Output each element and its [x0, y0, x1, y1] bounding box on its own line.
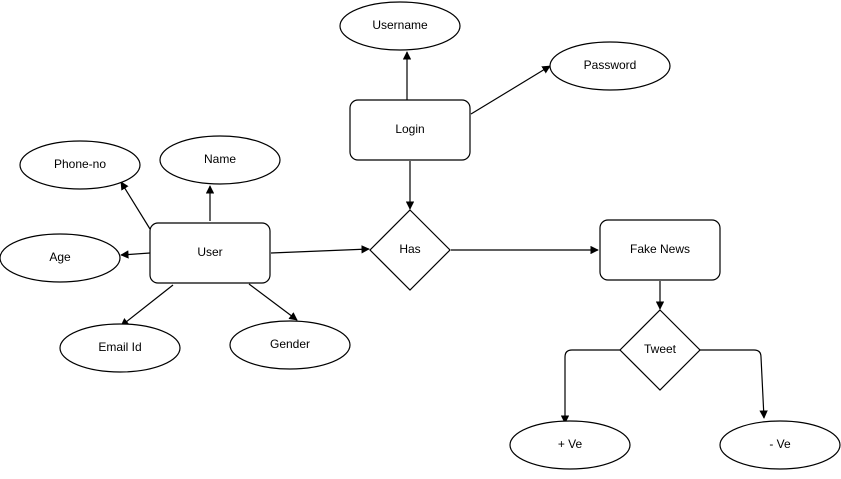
attribute-email-id-label: Email Id [98, 340, 141, 354]
relationship-tweet-label: Tweet [644, 342, 677, 356]
entity-login-label: Login [395, 122, 424, 136]
entity-fake-news: Fake News [599, 219, 721, 281]
attribute-username: Username [339, 1, 461, 51]
attribute-positive-label: + Ve [558, 437, 583, 451]
attribute-gender-label: Gender [270, 337, 310, 351]
connections [120, 51, 768, 424]
attribute-password-label: Password [584, 58, 637, 72]
edge-user-has [270, 245, 370, 254]
relationship-tweet: Tweet [619, 309, 701, 391]
edge-user-age [120, 250, 151, 259]
attribute-positive: + Ve [509, 420, 631, 470]
attribute-phone-no: Phone-no [19, 140, 141, 190]
attribute-email-id: Email Id [59, 323, 181, 373]
attribute-gender: Gender [229, 320, 351, 370]
edge-tweet-negative [700, 349, 768, 419]
entity-user-label: User [197, 245, 222, 259]
entity-fake-news-label: Fake News [630, 242, 690, 256]
edge-user-email [120, 284, 174, 327]
edge-tweet-positive [560, 349, 620, 424]
edge-user-phone [120, 181, 151, 230]
attribute-negative: - Ve [719, 420, 841, 470]
attribute-password: Password [549, 41, 671, 91]
attribute-age-label: Age [49, 250, 71, 264]
entity-user: User [149, 222, 271, 284]
attribute-age: Age [0, 233, 121, 283]
edge-user-gender [248, 283, 298, 321]
attribute-username-label: Username [372, 18, 428, 32]
relationship-has: Has [369, 209, 451, 291]
attribute-name: Name [159, 135, 281, 185]
attribute-name-label: Name [204, 152, 236, 166]
attribute-negative-label: - Ve [769, 437, 791, 451]
entity-login: Login [349, 99, 471, 161]
relationship-has-label: Has [399, 242, 420, 256]
attribute-phone-no-label: Phone-no [54, 157, 106, 171]
edge-login-password [470, 65, 551, 115]
